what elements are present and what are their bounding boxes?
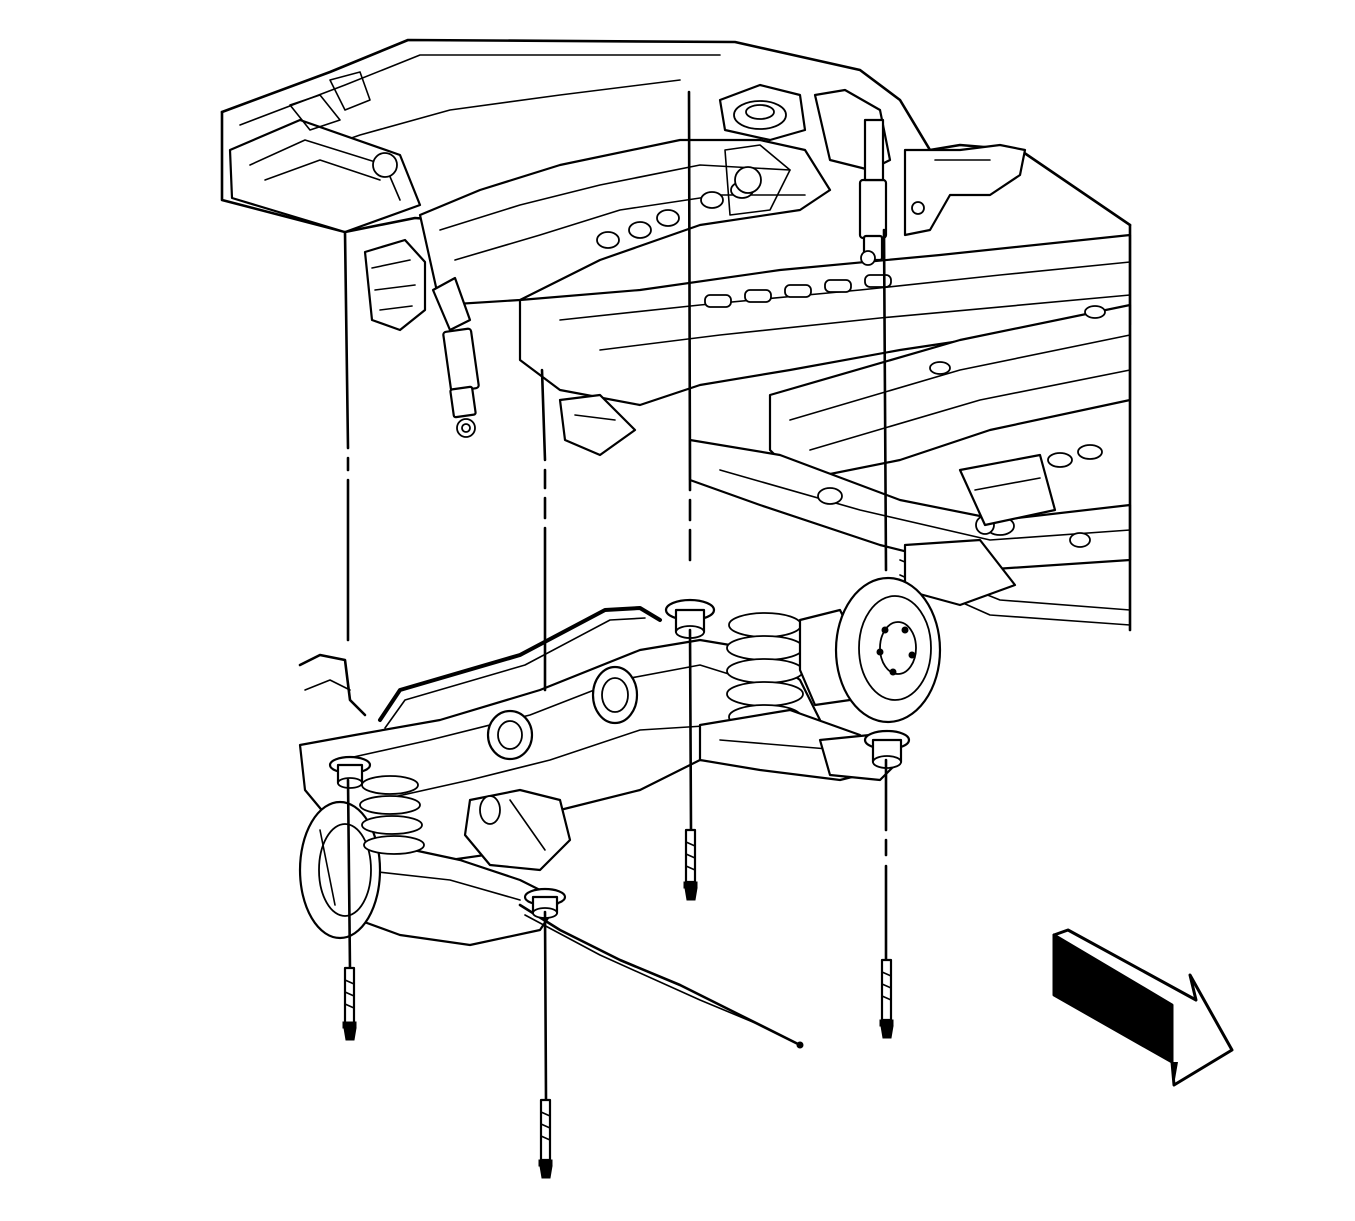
subframe-mount-bushings [328, 598, 911, 919]
right-rear-shock-absorber [858, 118, 888, 266]
subframe-bolt-right-rear [879, 228, 894, 1039]
left-rear-bushing [523, 887, 567, 919]
stabilizer-bar [378, 606, 662, 722]
left-front-bushing [328, 755, 372, 789]
vehicle-frame-underbody [220, 38, 1132, 632]
left-coil-spring [359, 775, 425, 855]
subframe-bolt-right-front [683, 90, 698, 901]
right-rear-bushing [863, 729, 911, 769]
front-of-vehicle-arrow [1052, 928, 1234, 1087]
left-rear-shock-absorber [431, 276, 480, 438]
rear-suspension-subframe-assembly [298, 576, 942, 1049]
subframe-bolt-left-rear [538, 368, 553, 1179]
frame-rail-slots [704, 274, 892, 308]
brake-rotor-hub [834, 576, 942, 724]
subframe-bolt-left-front [342, 230, 357, 1041]
